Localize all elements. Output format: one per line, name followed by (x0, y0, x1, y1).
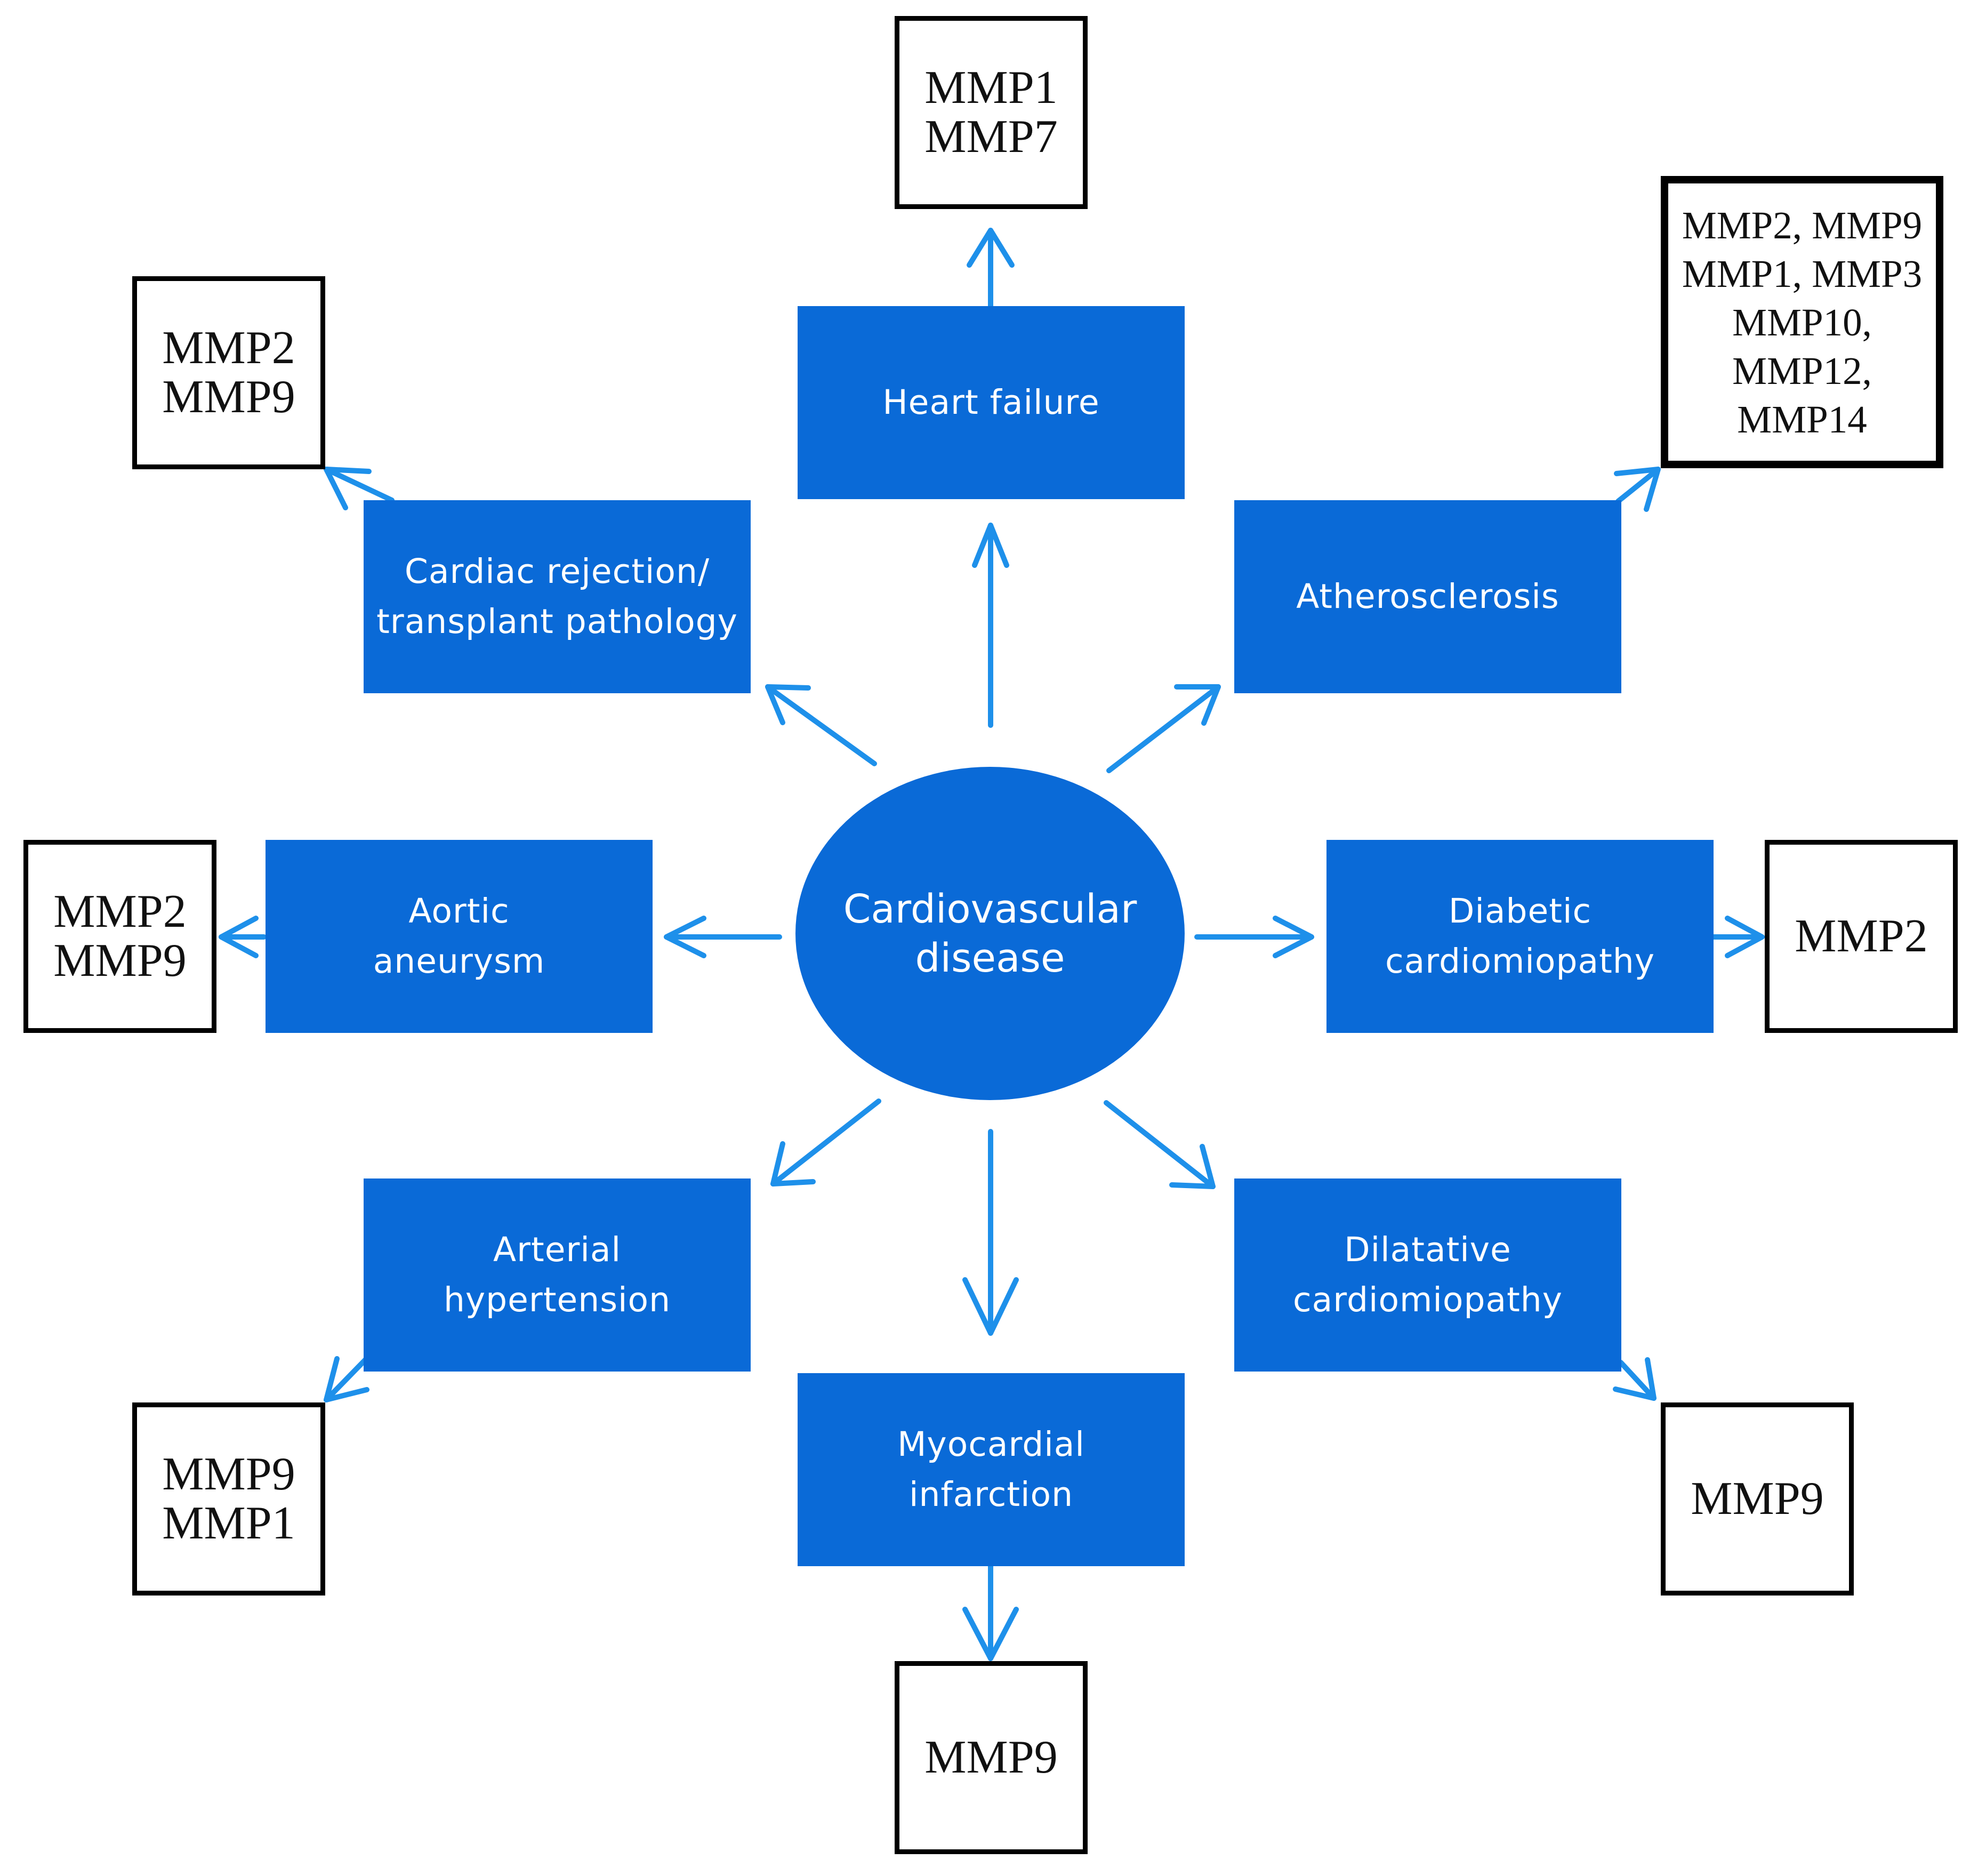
disease-label-cardiac-rejection: Cardiac rejection/ transplant pathology (376, 552, 738, 641)
disease-label-aortic-aneurysm: Aortic aneurysm (373, 892, 545, 981)
disease-label-arterial-hypertension: Arterial hypertension (443, 1230, 671, 1319)
disease-box-dilatative-cardiomyopathy: Dilatative cardiomiopathy (1234, 1178, 1621, 1372)
arrow-center-to-aortic-aneurysm (664, 916, 782, 958)
mmp-list-heart-failure: MMP1 MMP7 (924, 62, 1058, 163)
disease-box-arterial-hypertension: Arterial hypertension (364, 1178, 751, 1372)
disease-box-cardiac-rejection: Cardiac rejection/ transplant pathology (364, 500, 751, 693)
center-node-cardiovascular-disease: Cardiovascular disease (795, 767, 1185, 1100)
arrow-cardiac-rejection-to-mmp (324, 467, 395, 510)
mmp-list-cardiac-rejection: MMP2 MMP9 (162, 322, 295, 423)
arrow-aortic-aneurysm-to-mmp (219, 916, 267, 958)
arrow-heart-failure-to-mmp (967, 228, 1015, 309)
arrow-center-to-arterial-hypertension (770, 1099, 881, 1186)
disease-label-atherosclerosis: Atherosclerosis (1296, 577, 1559, 616)
mmp-box-arterial-hypertension: MMP9 MMP1 (132, 1402, 325, 1596)
arrow-dilatative-cardiomyopathy-to-mmp (1613, 1357, 1657, 1401)
arrow-atherosclerosis-to-mmp (1614, 467, 1661, 512)
arrow-diabetic-cardiomyopathy-to-mmp (1709, 916, 1765, 958)
mmp-box-aortic-aneurysm: MMP2 MMP9 (23, 840, 216, 1033)
arrow-center-to-cardiac-rejection (765, 684, 877, 766)
arrow-center-to-heart-failure (972, 523, 1009, 728)
mmp-box-myocardial-infarction: MMP9 (895, 1661, 1088, 1854)
mmp-list-atherosclerosis: MMP2, MMP9 MMP1, MMP3 MMP10, MMP12, MMP1… (1682, 203, 1923, 441)
disease-label-dilatative-cardiomyopathy: Dilatative cardiomiopathy (1292, 1230, 1563, 1319)
arrow-arterial-hypertension-to-mmp (324, 1354, 371, 1402)
disease-label-diabetic-cardiomyopathy: Diabetic cardiomiopathy (1385, 892, 1655, 981)
disease-box-heart-failure: Heart failure (798, 306, 1185, 499)
mmp-list-diabetic-cardiomyopathy: MMP2 (1795, 910, 1928, 962)
mmp-list-dilatative-cardiomyopathy: MMP9 (1691, 1473, 1824, 1525)
mmp-box-dilatative-cardiomyopathy: MMP9 (1661, 1402, 1854, 1596)
mmp-list-aortic-aneurysm: MMP2 MMP9 (53, 886, 187, 987)
mmp-box-atherosclerosis: MMP2, MMP9 MMP1, MMP3 MMP10, MMP12, MMP1… (1661, 176, 1943, 468)
mmp-box-diabetic-cardiomyopathy: MMP2 (1765, 840, 1958, 1033)
center-node-label: Cardiovascular disease (843, 886, 1137, 981)
arrow-center-to-atherosclerosis (1106, 684, 1221, 773)
disease-box-myocardial-infarction: Myocardial infarction (798, 1373, 1185, 1566)
arrow-center-to-dilatative-cardiomyopathy (1104, 1100, 1216, 1189)
arrow-center-to-myocardial-infarction (962, 1129, 1019, 1336)
mmp-box-cardiac-rejection: MMP2 MMP9 (132, 276, 325, 469)
disease-label-heart-failure: Heart failure (882, 383, 1100, 422)
arrow-center-to-diabetic-cardiomyopathy (1194, 916, 1314, 958)
disease-label-myocardial-infarction: Myocardial infarction (897, 1425, 1085, 1514)
disease-box-atherosclerosis: Atherosclerosis (1234, 500, 1621, 693)
mmp-list-myocardial-infarction: MMP9 (924, 1731, 1058, 1783)
mmp-list-arterial-hypertension: MMP9 MMP1 (162, 1448, 295, 1549)
disease-box-aortic-aneurysm: Aortic aneurysm (266, 840, 653, 1033)
mmp-box-heart-failure: MMP1 MMP7 (895, 16, 1088, 209)
arrow-myocardial-infarction-to-mmp (962, 1562, 1019, 1661)
disease-box-diabetic-cardiomyopathy: Diabetic cardiomiopathy (1326, 840, 1714, 1033)
